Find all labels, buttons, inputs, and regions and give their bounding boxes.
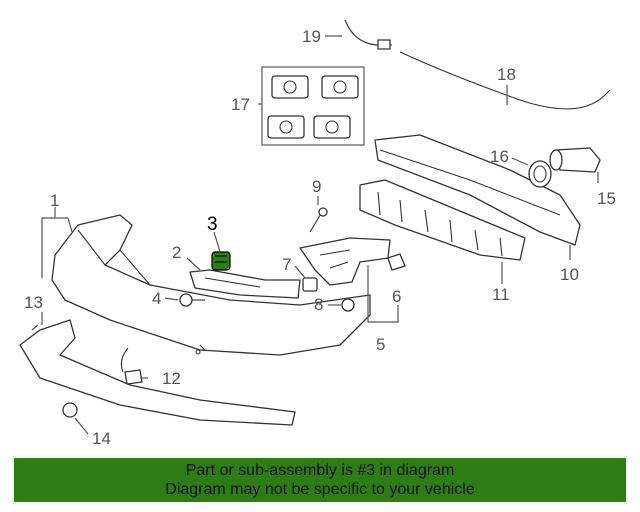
fastener-8	[341, 298, 355, 312]
lower-valance	[19, 319, 296, 426]
callout-2: 2	[172, 243, 181, 262]
clip-14	[62, 402, 78, 418]
callout-19: 19	[302, 27, 321, 46]
parking-sensor	[528, 147, 601, 188]
banner-line-2: Diagram may not be specific to your vehi…	[165, 481, 475, 498]
callout-labels: 1 2 3 4 5 6 7 8 9 10 11 12 13 14 15 16 1…	[24, 27, 616, 448]
callout-17: 17	[231, 95, 250, 114]
callout-1: 1	[50, 191, 59, 210]
callout-13: 13	[24, 293, 43, 312]
reflector-12	[120, 347, 143, 385]
rivet-9	[309, 207, 328, 233]
banner-line-1: Part or sub-assembly is #3 in diagram	[185, 462, 455, 479]
callout-12: 12	[162, 369, 181, 388]
side-bracket	[299, 237, 391, 286]
reinforcement-bar	[374, 134, 581, 246]
callout-4: 4	[152, 289, 161, 308]
callout-8: 8	[314, 295, 323, 314]
callout-14: 14	[92, 429, 111, 448]
sensor-brackets-box	[261, 66, 365, 146]
clip-7	[302, 277, 318, 292]
energy-absorber	[359, 179, 526, 261]
callout-16: 16	[490, 147, 509, 166]
callout-7: 7	[282, 255, 291, 274]
callout-18: 18	[497, 65, 516, 84]
wire-harness	[344, 19, 611, 110]
callout-9: 9	[312, 177, 321, 196]
retainer-bracket	[189, 269, 301, 299]
callout-15: 15	[597, 189, 616, 208]
clip-6	[387, 253, 406, 271]
info-banner: Part or sub-assembly is #3 in diagram Di…	[14, 458, 626, 502]
callout-10: 10	[560, 265, 579, 284]
highlighted-part-3	[211, 251, 231, 271]
callout-6: 6	[392, 287, 401, 306]
parts-diagram: 1 2 3 4 5 6 7 8 9 10 11 12 13 14 15 16 1…	[19, 19, 616, 448]
callout-3: 3	[207, 214, 218, 235]
leader-lines	[31, 35, 599, 435]
callout-11: 11	[492, 285, 510, 304]
bolt-4	[179, 293, 205, 307]
callout-5: 5	[376, 335, 385, 354]
bumper-cover	[51, 214, 371, 356]
